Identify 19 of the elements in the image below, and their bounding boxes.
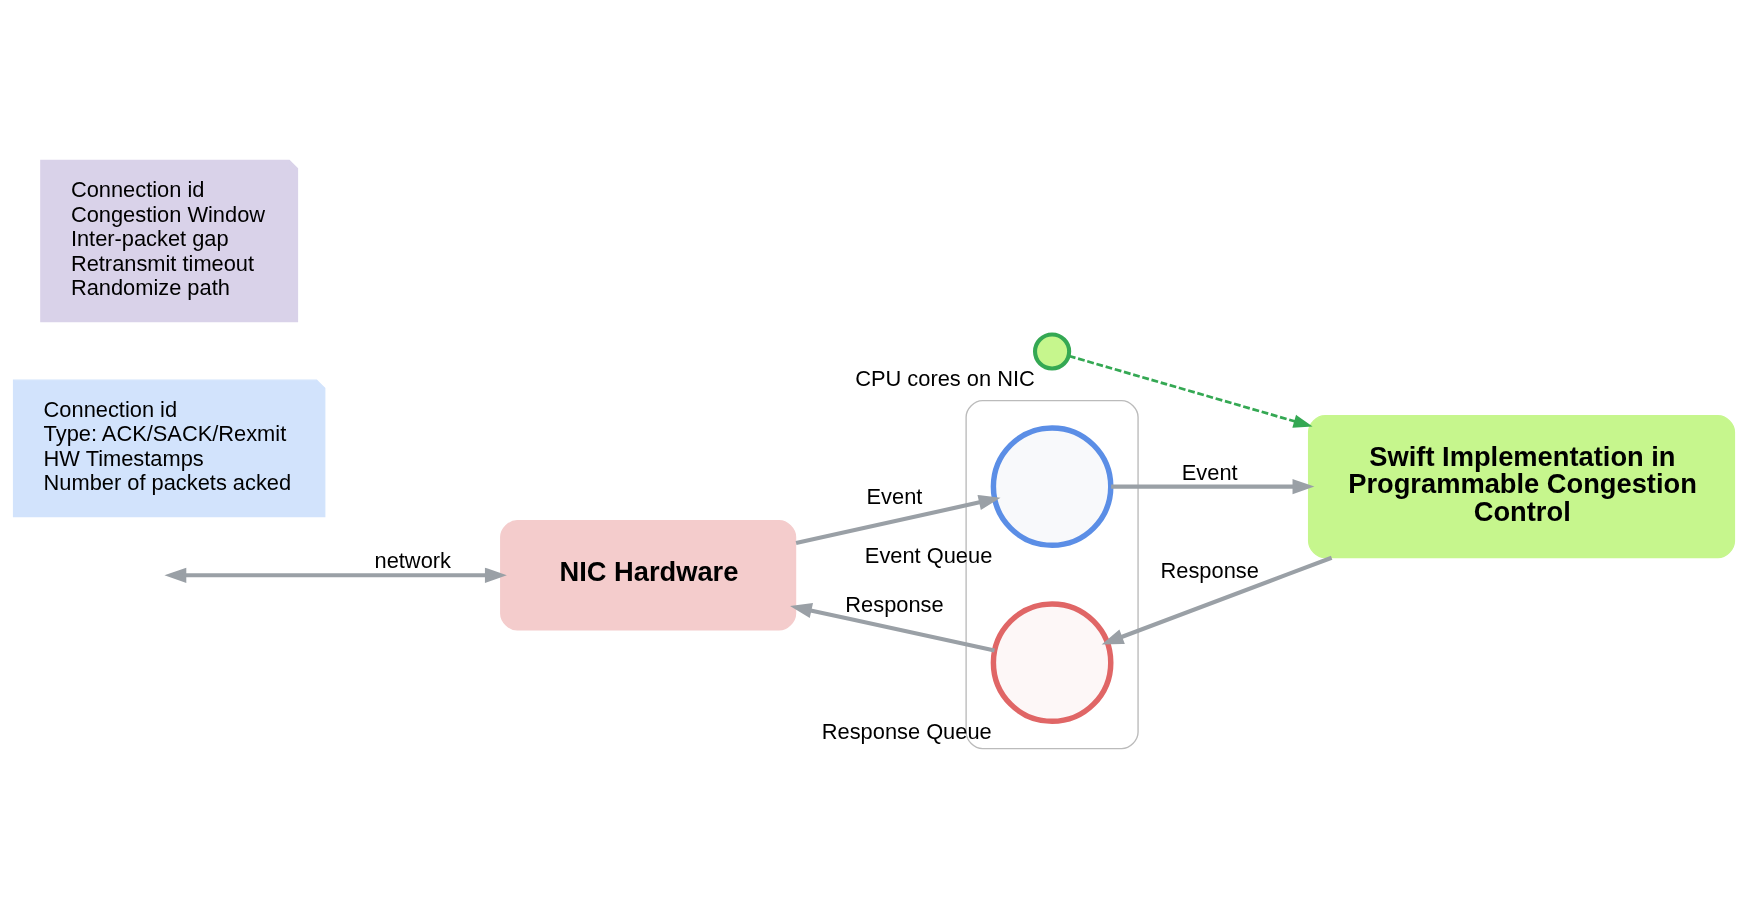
node-circle bbox=[990, 600, 1114, 724]
node-label: Response Queue bbox=[821, 718, 992, 744]
arrow bbox=[1111, 478, 1315, 494]
node-circle bbox=[1033, 331, 1072, 371]
edge-label: Event bbox=[866, 483, 923, 509]
edge-label: network bbox=[374, 547, 451, 573]
edge-label: Response bbox=[1160, 557, 1259, 583]
arrow bbox=[795, 494, 1001, 545]
edge-label: Response bbox=[845, 591, 944, 617]
node-box: Swift Implementation in Programmable Congestion Control bbox=[1307, 414, 1736, 558]
edge-label: Event bbox=[1181, 459, 1238, 485]
arrow bbox=[1101, 555, 1333, 644]
node-circle bbox=[990, 424, 1114, 548]
node-label: CPU cores on NIC bbox=[855, 365, 1035, 391]
node-box: NIC Hardware bbox=[500, 519, 797, 631]
arrow bbox=[164, 567, 507, 583]
arrow bbox=[790, 602, 995, 652]
node-label: Event Queue bbox=[864, 542, 993, 568]
arrow bbox=[1068, 354, 1313, 428]
